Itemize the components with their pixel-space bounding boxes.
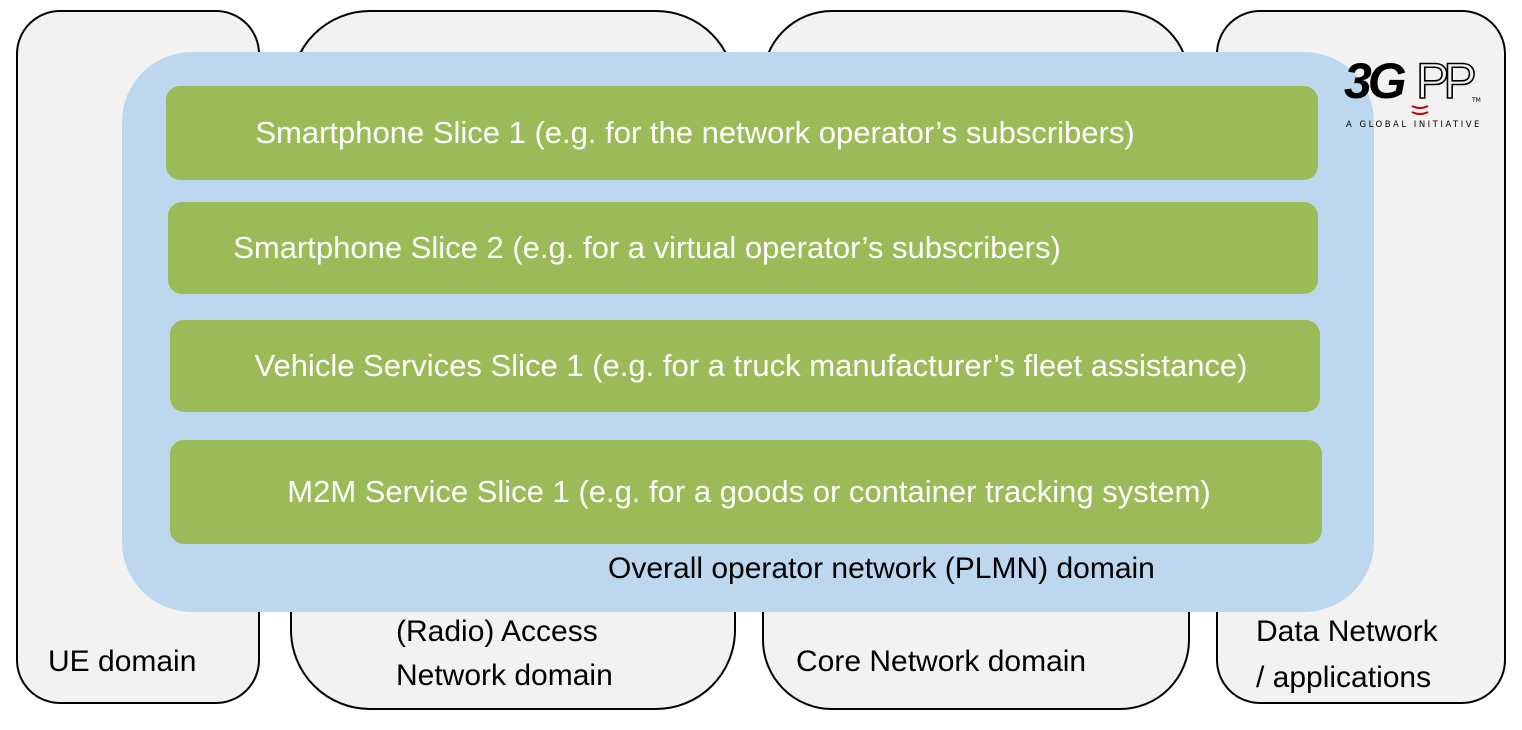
slice-m2m-service-1: M2M Service Slice 1 (e.g. for a goods or… <box>170 440 1322 544</box>
data-network-label-line1: Data Network <box>1256 615 1438 648</box>
slice-label: M2M Service Slice 1 (e.g. for a goods or… <box>287 474 1211 509</box>
ran-domain-label-line1: (Radio) Access <box>396 615 598 648</box>
3gpp-logo: 3G PP TM <box>1344 52 1481 115</box>
slice-label: Vehicle Services Slice 1 (e.g. for a tru… <box>254 348 1248 383</box>
data-network-label-line2: / applications <box>1256 661 1432 694</box>
slice-vehicle-services-1: Vehicle Services Slice 1 (e.g. for a tru… <box>170 320 1320 412</box>
slice-smartphone-2: Smartphone Slice 2 (e.g. for a virtual o… <box>168 202 1318 294</box>
slice-smartphone-1: Smartphone Slice 1 (e.g. for the network… <box>166 86 1318 180</box>
svg-text:3G: 3G <box>1344 53 1406 109</box>
slice-label: Smartphone Slice 1 (e.g. for the network… <box>255 115 1135 150</box>
ue-domain-label: UE domain <box>48 645 197 678</box>
slice-label: Smartphone Slice 2 (e.g. for a virtual o… <box>233 230 1061 265</box>
svg-text:TM: TM <box>1471 97 1481 104</box>
ran-domain-label-line2: Network domain <box>396 659 613 692</box>
plmn-domain-label: Overall operator network (PLMN) domain <box>608 552 1155 585</box>
3gpp-logo-tagline: A GLOBAL INITIATIVE <box>1346 120 1482 130</box>
core-domain-label: Core Network domain <box>796 645 1087 678</box>
svg-text:PP: PP <box>1416 53 1474 109</box>
